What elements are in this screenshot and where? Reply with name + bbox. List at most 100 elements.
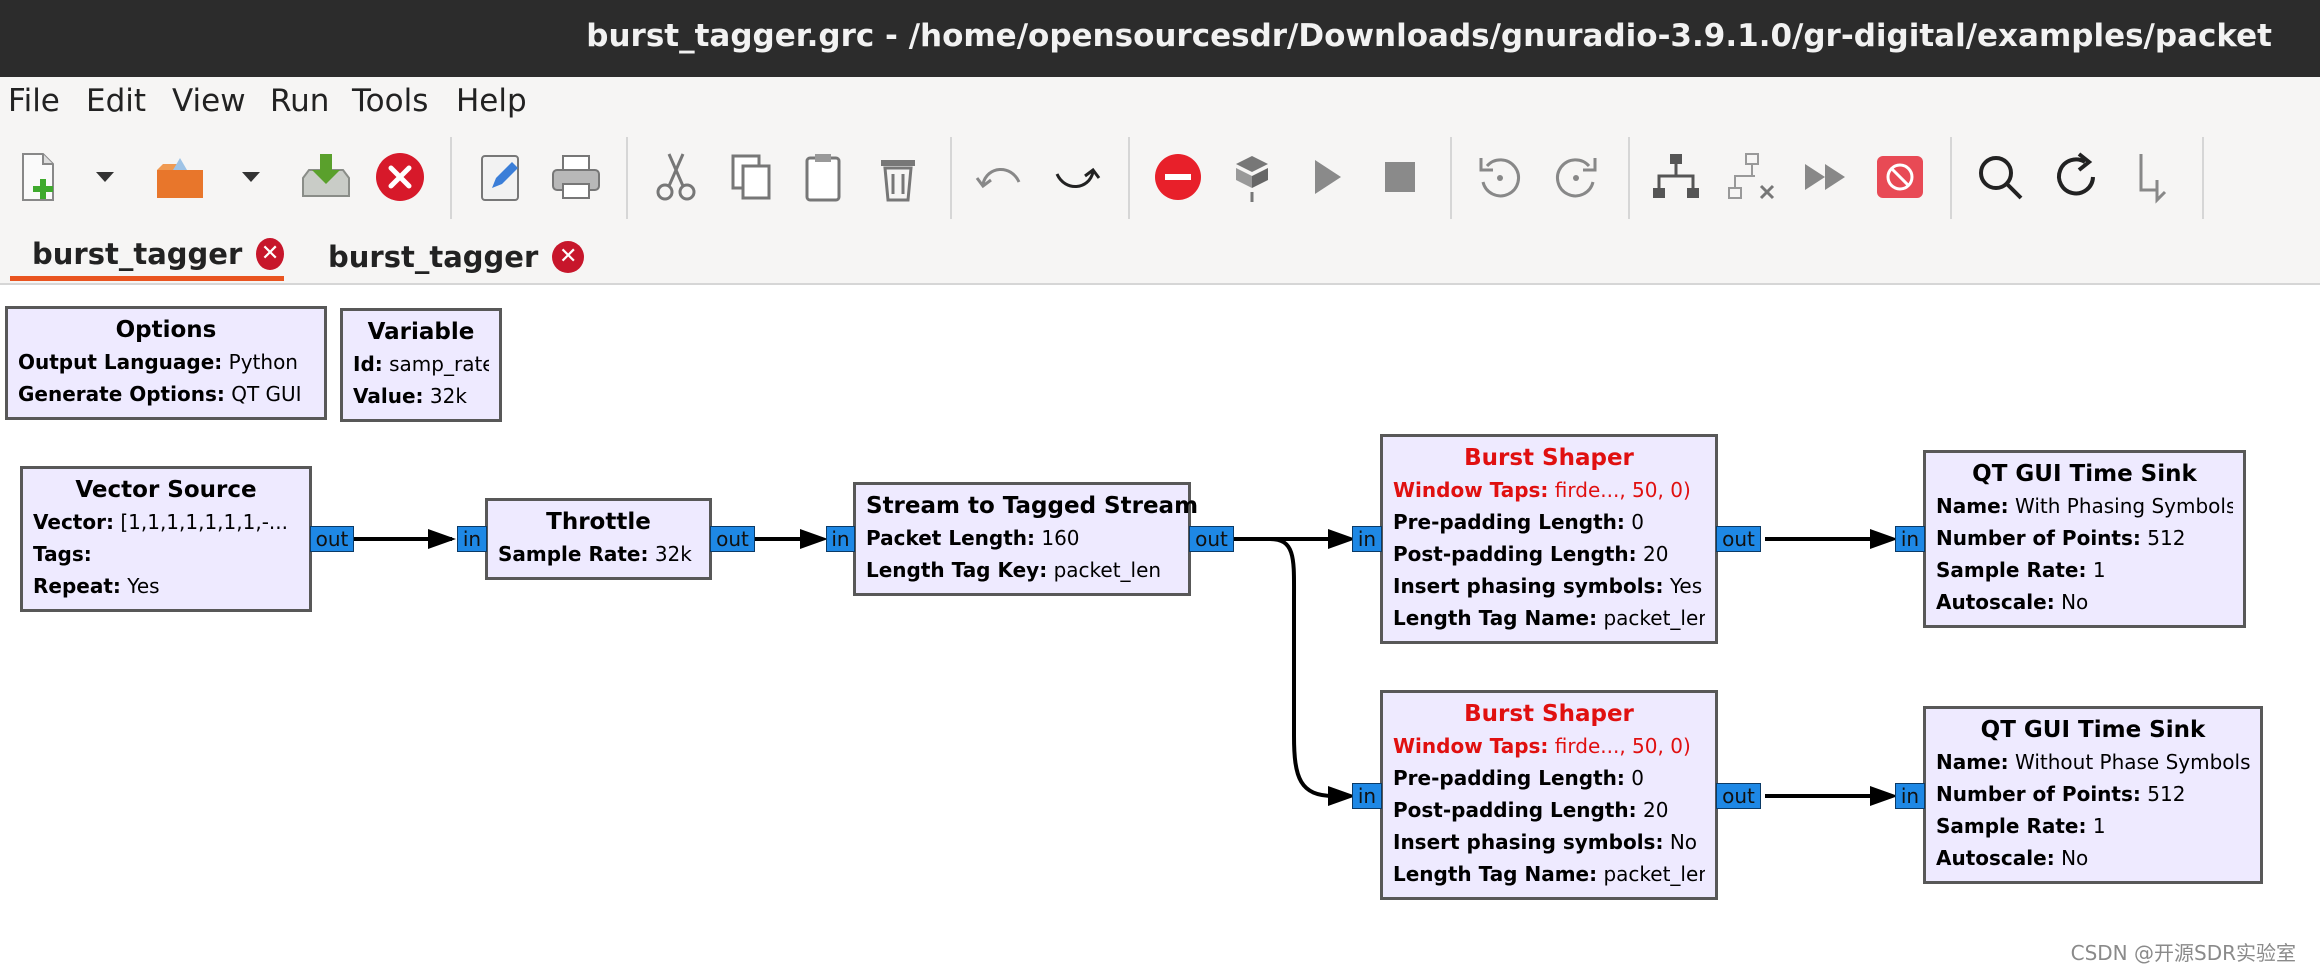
kill-icon	[1385, 162, 1415, 192]
new-dropdown-icon	[96, 172, 114, 182]
param-value: samp_rate	[389, 352, 489, 376]
print-button[interactable]	[540, 141, 612, 213]
param-key: Id:	[353, 352, 383, 376]
port-out[interactable]: out	[1189, 526, 1234, 552]
find-button[interactable]	[1964, 141, 2036, 213]
new-flowgraph-button[interactable]	[2, 141, 74, 213]
param-key: Packet Length:	[866, 526, 1035, 550]
save-button[interactable]	[290, 141, 362, 213]
stop-disabled-icon	[1877, 156, 1923, 198]
open-button[interactable]	[144, 141, 216, 213]
param-value: 20	[1643, 798, 1669, 822]
close-button[interactable]	[364, 141, 436, 213]
properties-button[interactable]	[465, 141, 537, 213]
param-key: Post-padding Length:	[1393, 798, 1637, 822]
rotate-ccw-button[interactable]	[1464, 141, 1536, 213]
param-value: [1,1,1,1,1,1,1,-...	[120, 510, 288, 534]
block-burst-shaper-2[interactable]: Burst Shaper Window Taps: firde..., 50, …	[1380, 690, 1718, 900]
block-qt-gui-time-sink-1[interactable]: QT GUI Time Sink Name: With Phasing Symb…	[1923, 450, 2246, 628]
open-icon	[157, 158, 203, 198]
cut-button[interactable]	[640, 141, 712, 213]
tab-close-icon[interactable]: ✕	[256, 238, 284, 270]
new-dropdown-button[interactable]	[70, 141, 140, 213]
bypass-icon	[1805, 164, 1845, 190]
block-vector-source[interactable]: Vector Source Vector: [1,1,1,1,1,1,1,-..…	[20, 466, 312, 612]
param-value: 32k	[429, 384, 467, 408]
rotate-cw-icon	[1556, 158, 1597, 198]
tab-close-icon[interactable]: ✕	[552, 240, 585, 273]
enable-icon	[1653, 154, 1699, 198]
kill-button[interactable]	[1364, 141, 1436, 213]
copy-button[interactable]	[714, 141, 786, 213]
param-key: Length Tag Name:	[1393, 862, 1598, 886]
close-icon	[376, 153, 424, 201]
bypass-button[interactable]	[1790, 141, 1862, 213]
menu-help[interactable]: Help	[456, 83, 527, 119]
menu-tools[interactable]: Tools	[352, 83, 429, 119]
new-flowgraph-icon	[22, 153, 54, 201]
port-in[interactable]: in	[1352, 783, 1382, 809]
param-key: Tags:	[33, 542, 92, 566]
menu-bar: File Edit View Run Tools Help	[0, 77, 2320, 127]
block-variable[interactable]: Variable Id: samp_rate Value: 32k	[340, 308, 502, 422]
port-out[interactable]: out	[310, 526, 354, 552]
port-in[interactable]: in	[1895, 783, 1925, 809]
block-burst-shaper-1[interactable]: Burst Shaper Window Taps: firde..., 50, …	[1380, 434, 1718, 644]
port-out[interactable]: out	[1716, 783, 1761, 809]
disable-button[interactable]	[1716, 141, 1788, 213]
block-throttle[interactable]: Throttle Sample Rate: 32k	[485, 498, 712, 580]
bus-button[interactable]	[2116, 141, 2188, 213]
param-key: Name:	[1936, 750, 2009, 774]
menu-run[interactable]: Run	[270, 83, 330, 119]
param-value: 1	[2092, 814, 2106, 838]
undo-button[interactable]	[964, 141, 1036, 213]
tab-label: burst_tagger	[32, 237, 243, 271]
port-in[interactable]: in	[1352, 526, 1382, 552]
param-value: Without Phase Symbols	[2015, 750, 2250, 774]
param-key: Insert phasing symbols:	[1393, 574, 1664, 598]
param-key: Number of Points:	[1936, 526, 2141, 550]
enable-button[interactable]	[1640, 141, 1712, 213]
port-in[interactable]: in	[1895, 526, 1925, 552]
port-in[interactable]: in	[826, 526, 855, 552]
tab-burst-tagger-2[interactable]: burst_tagger ✕	[328, 232, 585, 281]
block-qt-gui-time-sink-2[interactable]: QT GUI Time Sink Name: Without Phase Sym…	[1923, 706, 2263, 884]
param-key: Sample Rate:	[1936, 558, 2087, 582]
param-key: Window Taps:	[1393, 734, 1549, 758]
port-in[interactable]: in	[457, 526, 487, 552]
redo-button[interactable]	[1040, 141, 1112, 213]
param-value: No	[1669, 830, 1698, 854]
tab-burst-tagger-1[interactable]: burst_tagger ✕	[10, 232, 284, 281]
param-key: Repeat:	[33, 574, 121, 598]
block-stream-to-tagged-stream[interactable]: Stream to Tagged Stream Packet Length: 1…	[853, 482, 1198, 596]
open-dropdown-button[interactable]	[216, 141, 286, 213]
param-key: Vector:	[33, 510, 114, 534]
stop-disabled-button[interactable]	[1864, 141, 1936, 213]
param-key: Number of Points:	[1936, 782, 2141, 806]
param-value: 0	[1631, 766, 1644, 790]
block-title: QT GUI Time Sink	[1980, 717, 2206, 743]
param-value: packet_len	[1603, 606, 1705, 630]
block-title: Vector Source	[75, 477, 257, 503]
menu-edit[interactable]: Edit	[86, 83, 147, 119]
tab-bar: burst_tagger ✕ burst_tagger ✕	[0, 232, 2320, 285]
generate-icon	[1236, 156, 1268, 202]
delete-button[interactable]	[862, 141, 934, 213]
port-out[interactable]: out	[1716, 526, 1761, 552]
errors-icon	[1155, 154, 1201, 200]
generate-button[interactable]	[1216, 141, 1288, 213]
toolbar	[0, 127, 2320, 232]
param-key: Generate Options:	[18, 382, 225, 406]
menu-view[interactable]: View	[172, 83, 246, 119]
paste-button[interactable]	[788, 141, 860, 213]
execute-button[interactable]	[1290, 141, 1362, 213]
param-value: 1	[2092, 558, 2106, 582]
reload-button[interactable]	[2040, 141, 2112, 213]
param-value: No	[2061, 846, 2089, 870]
port-out[interactable]: out	[710, 526, 755, 552]
menu-file[interactable]: File	[8, 83, 60, 119]
errors-button[interactable]	[1142, 141, 1214, 213]
param-value: 32k	[654, 542, 692, 566]
rotate-cw-button[interactable]	[1540, 141, 1612, 213]
block-options[interactable]: Options Output Language: Python Generate…	[5, 306, 327, 420]
